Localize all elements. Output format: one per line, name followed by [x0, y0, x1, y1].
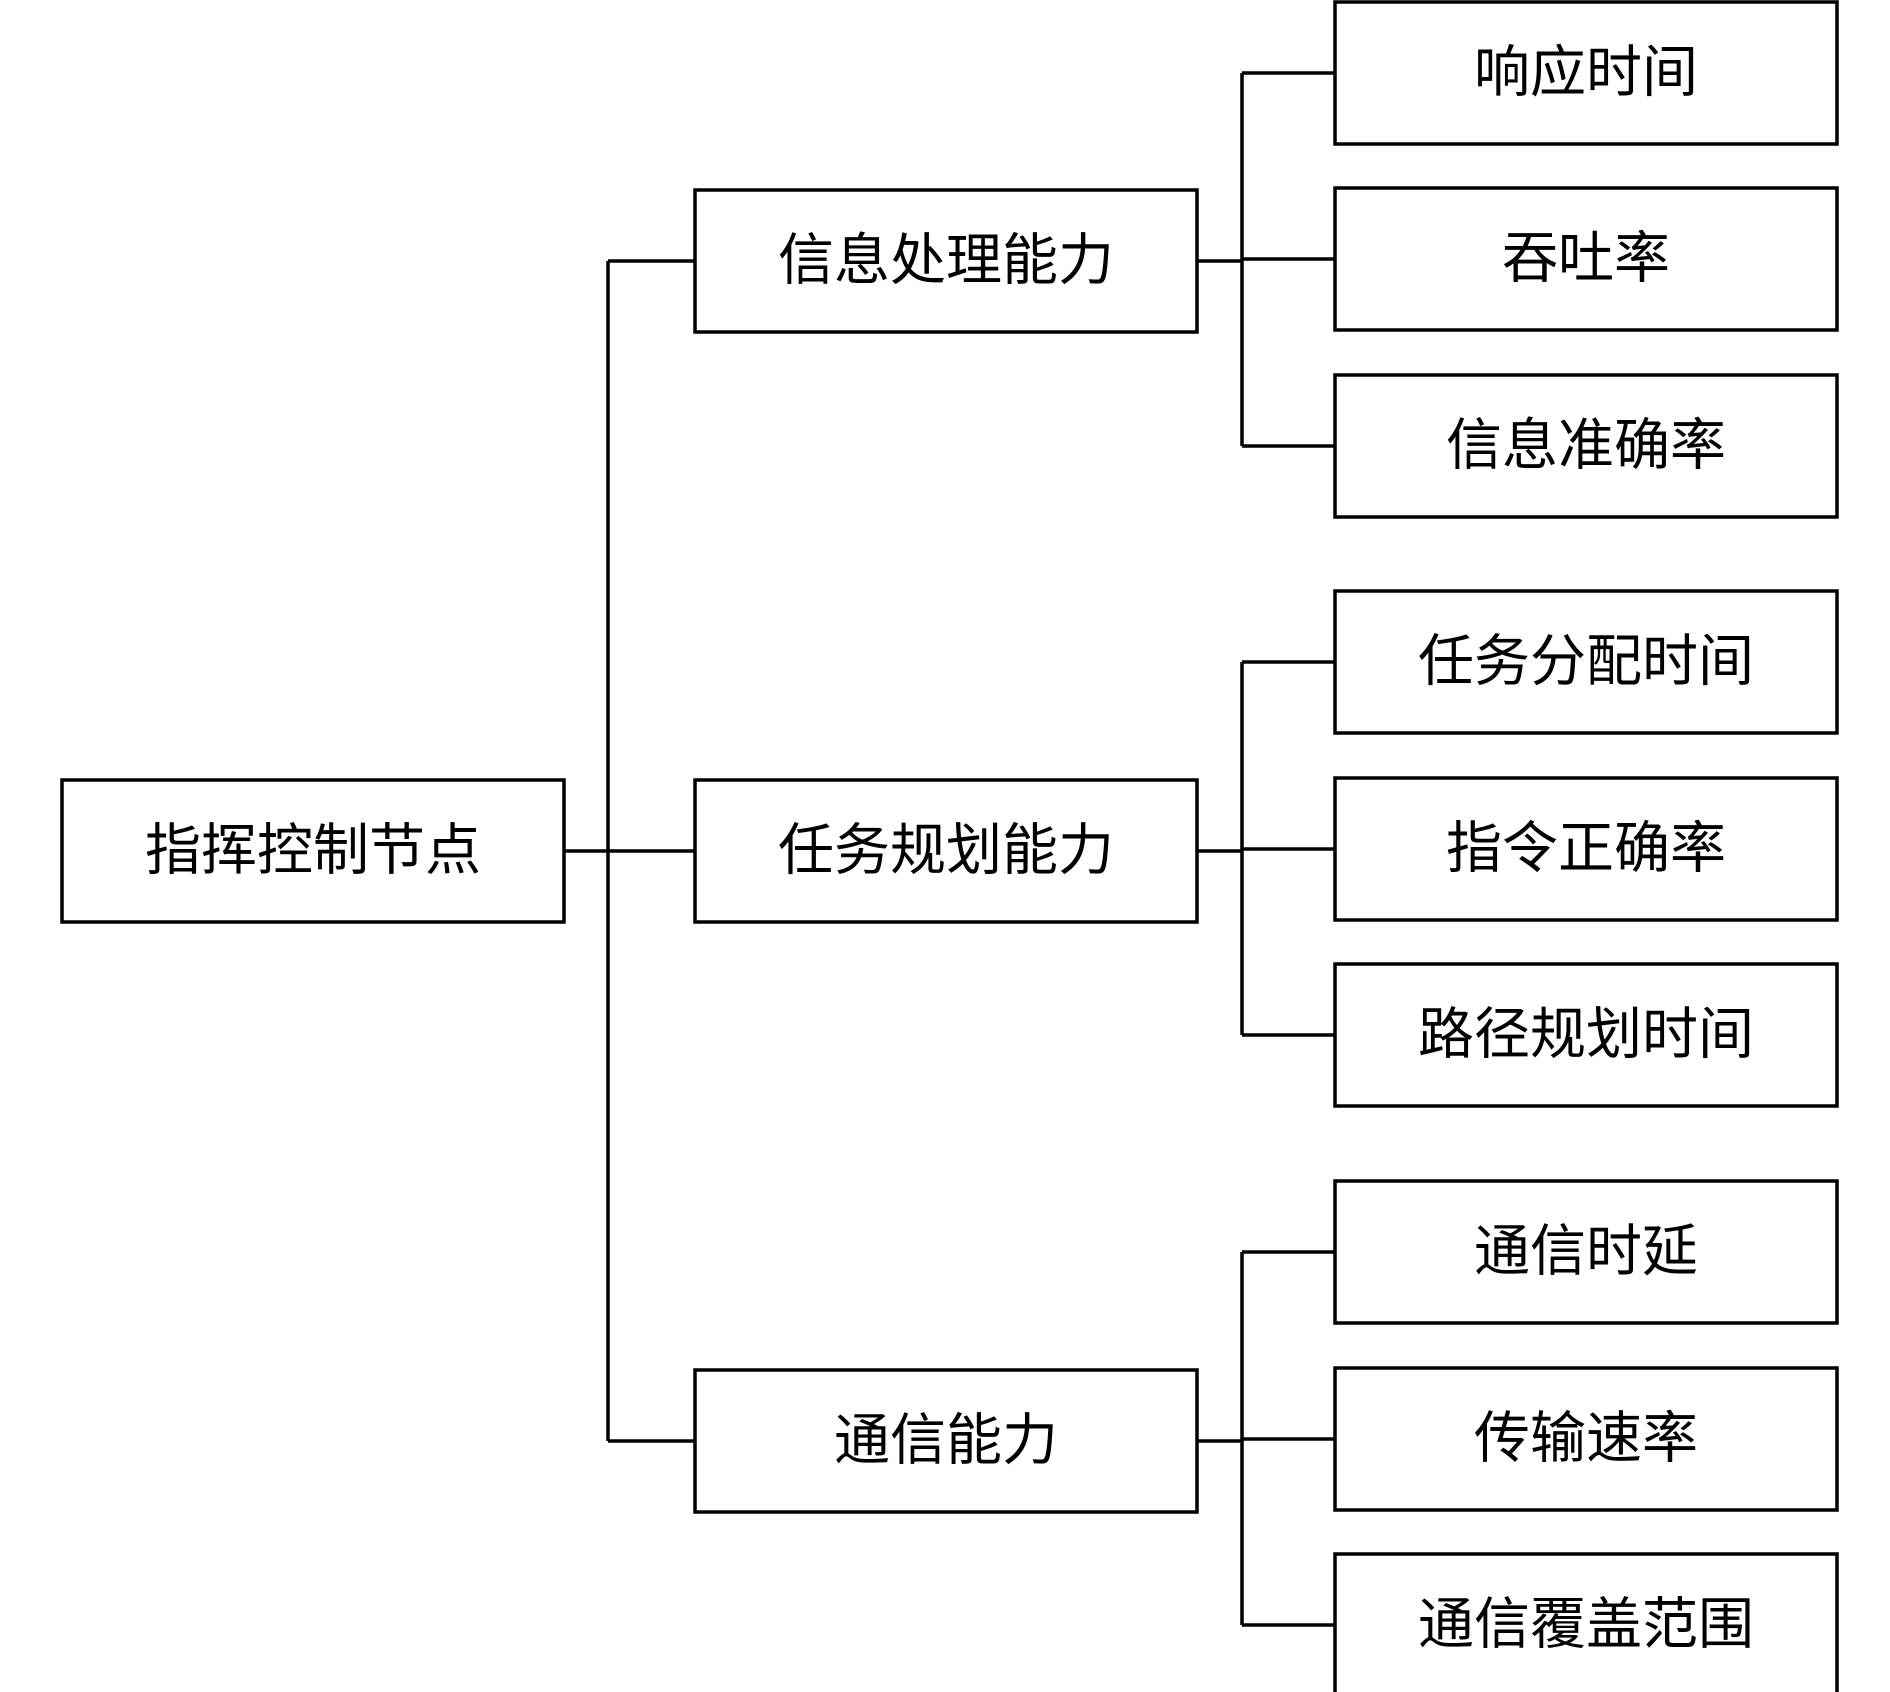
leaf-node-2-1-label: 传输速率: [1474, 1407, 1698, 1472]
root-node: 指挥控制节点: [60, 778, 566, 924]
leaf-node-1-2: 路径规划时间: [1333, 962, 1839, 1108]
leaf-node-0-1: 吞吐率: [1333, 186, 1839, 332]
branch-node-0-box: [693, 188, 1199, 334]
leaf-node-1-1-label: 指令正确率: [1446, 817, 1726, 882]
leaf-node-2-1: 传输速率: [1333, 1366, 1839, 1512]
branch-node-2-box: [693, 1368, 1199, 1514]
leaf-node-1-0: 任务分配时间: [1333, 589, 1839, 735]
leaf-node-1-1: 指令正确率: [1333, 776, 1839, 922]
branch-node-1-box: [693, 778, 1199, 924]
leaf-node-2-1-box: [1333, 1366, 1839, 1512]
leaf-node-0-1-label: 吞吐率: [1502, 227, 1670, 292]
leaf-node-0-0: 响应时间: [1333, 0, 1839, 146]
leaf-node-2-0-label: 通信时延: [1474, 1220, 1698, 1285]
leaf-node-1-2-label: 路径规划时间: [1418, 1003, 1754, 1068]
tree-connectors: [564, 71, 1335, 1627]
leaf-node-0-2-label: 信息准确率: [1446, 414, 1726, 479]
leaf-node-0-2-box: [1333, 373, 1839, 519]
leaf-node-2-2-box: [1333, 1552, 1839, 1692]
leaf-node-2-0: 通信时延: [1333, 1179, 1839, 1325]
leaf-node-1-1-box: [1333, 776, 1839, 922]
leaf-node-0-1-box: [1333, 186, 1839, 332]
branch-node-2: 通信能力: [693, 1368, 1199, 1514]
branch-node-1-label: 任务规划能力: [778, 819, 1114, 884]
branch-node-2-label: 通信能力: [834, 1409, 1058, 1474]
leaf-node-2-0-box: [1333, 1179, 1839, 1325]
branch-node-1: 任务规划能力: [693, 778, 1199, 924]
branch-node-0: 信息处理能力: [693, 188, 1199, 334]
leaf-node-0-0-box: [1333, 0, 1839, 146]
leaf-node-2-2-label: 通信覆盖范围: [1418, 1593, 1754, 1658]
branch-node-0-label: 信息处理能力: [778, 229, 1114, 294]
leaf-node-1-2-box: [1333, 962, 1839, 1108]
leaf-node-2-2: 通信覆盖范围: [1333, 1552, 1839, 1692]
leaf-node-0-2: 信息准确率: [1333, 373, 1839, 519]
leaf-node-1-0-box: [1333, 589, 1839, 735]
leaf-node-0-0-label: 响应时间: [1474, 41, 1698, 106]
root-node-label: 指挥控制节点: [145, 819, 481, 884]
root-node-box: [60, 778, 566, 924]
leaf-node-1-0-label: 任务分配时间: [1418, 630, 1754, 695]
